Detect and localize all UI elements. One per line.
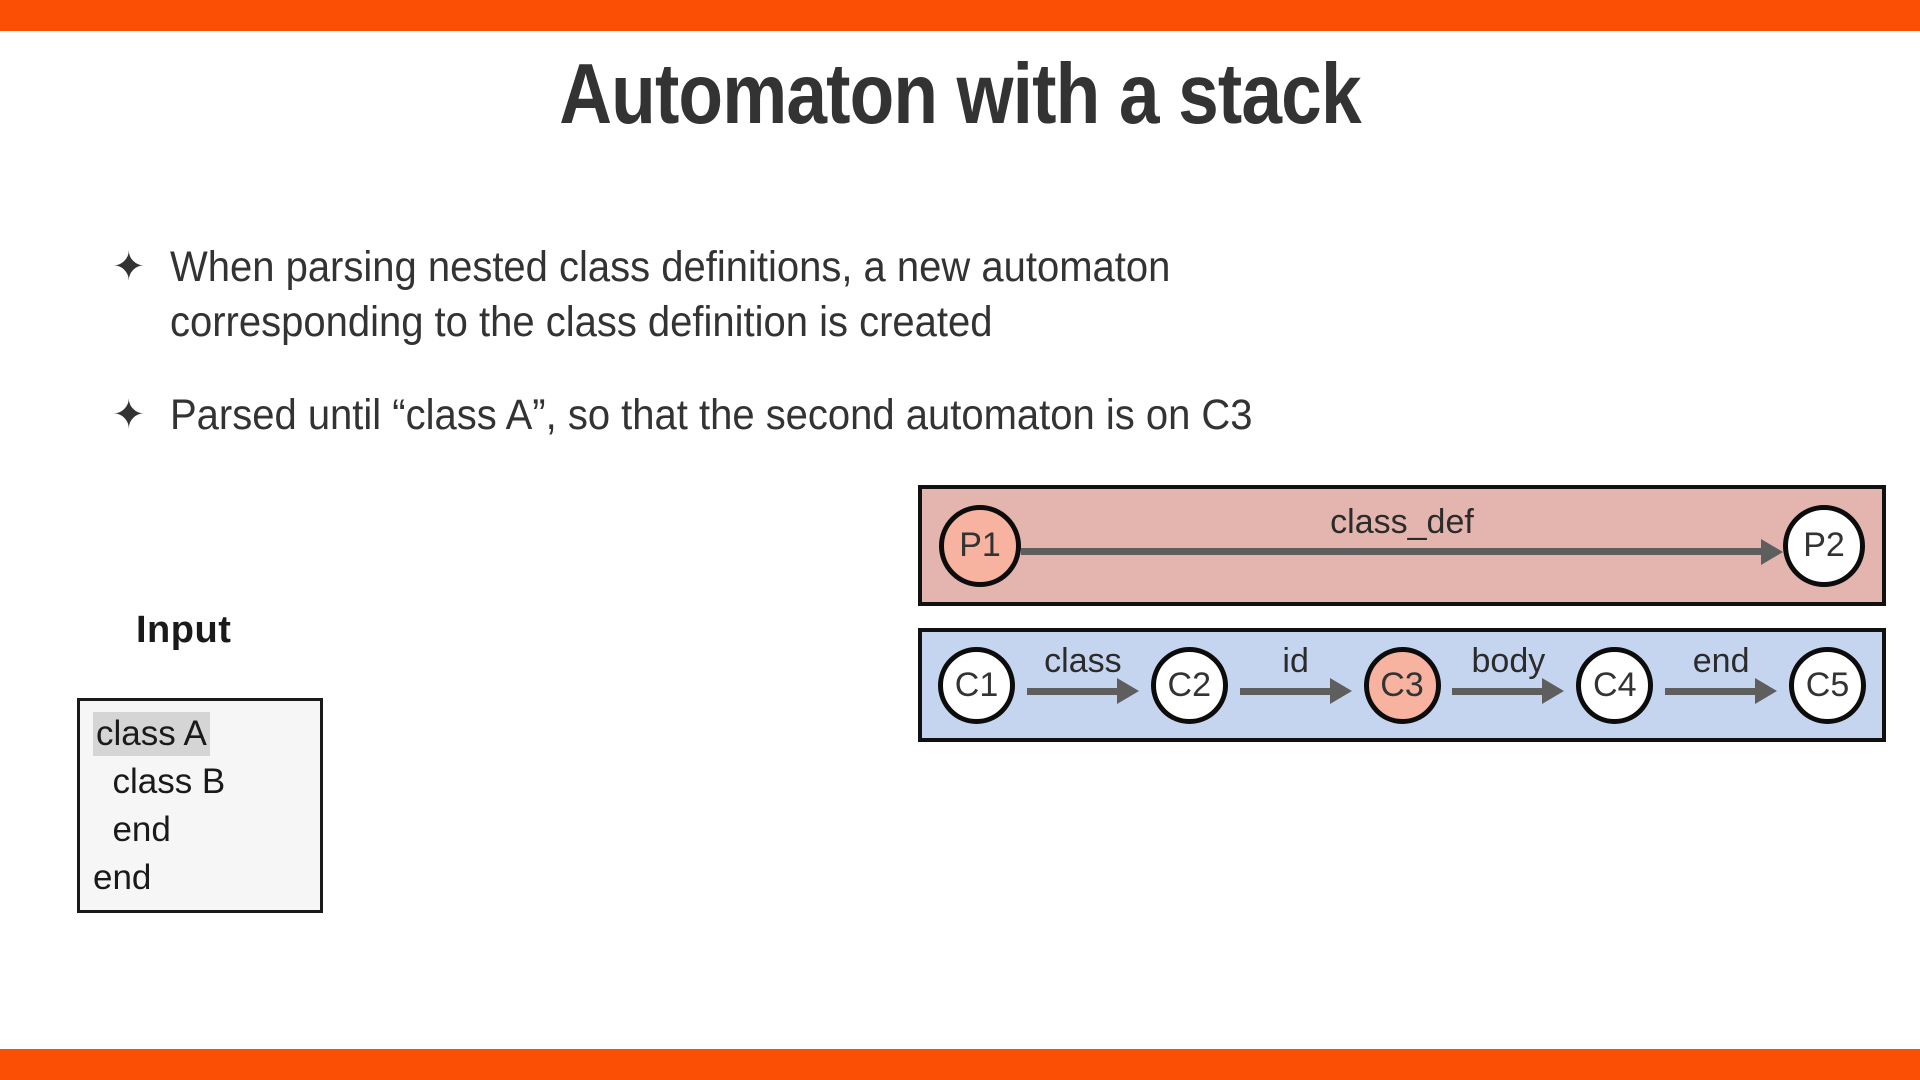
state-node-c1[interactable]: C1 [938,646,1015,724]
top-accent-bar [0,0,1920,31]
state-node-c3[interactable]: C3 [1363,646,1441,724]
state-node-label: C4 [1593,665,1637,704]
bullet-item-2: ✦ Parsed until “class A”, so that the se… [112,388,1412,443]
transition-class: class [1026,642,1139,728]
state-node-p1[interactable]: P1 [939,504,1021,587]
state-node-c5[interactable]: C5 [1789,646,1866,724]
bullet-item-2-text: Parsed until “class A”, so that the seco… [170,391,1253,440]
code-line: class B [80,758,320,806]
transition-label: id [1282,642,1309,680]
state-node-c4[interactable]: C4 [1576,646,1654,724]
bullet-item-1-text: When parsing nested class definitions, a… [170,243,1171,347]
bottom-accent-bar [0,1049,1920,1080]
transition-end: end [1665,642,1778,728]
code-line-text-highlighted: class A [93,712,210,756]
bullet-list: ✦ When parsing nested class definitions,… [112,240,1412,475]
code-line: class A [80,710,320,758]
code-line-text: class B [112,762,226,801]
transition-id: id [1239,642,1352,728]
state-node-label: P1 [959,526,1001,564]
bullet-item-1: ✦ When parsing nested class definitions,… [112,240,1412,350]
transition-label: class_def [1330,502,1474,541]
transition-body: body [1452,642,1565,728]
transition-label: body [1471,642,1546,680]
input-code-box: class A class B end end [77,698,323,913]
arrow-right-icon [1452,678,1565,704]
state-node-c2[interactable]: C2 [1150,646,1228,724]
arrow-right-icon [1239,678,1352,704]
state-node-label: C1 [954,665,999,704]
arrow-right-icon [1026,678,1139,704]
transition-label: class [1044,642,1122,680]
state-node-label: C2 [1167,665,1211,704]
child-automaton-box: C1 class C2 id C3 body C4 end C5 [918,628,1886,742]
page-title: Automaton with a stack [559,47,1361,142]
state-node-label: C3 [1380,665,1424,704]
transition-label: end [1692,642,1750,680]
code-line-text: end [112,810,171,849]
star-bullet-icon: ✦ [112,393,146,438]
parent-automaton-box: P1 class_def P2 [918,485,1886,606]
code-line: end [80,854,320,902]
input-section-label: Input [136,609,232,651]
state-node-p2[interactable]: P2 [1783,504,1865,587]
star-bullet-icon: ✦ [112,245,146,289]
transition-class-def: class_def [1021,503,1783,589]
state-node-label: C5 [1805,665,1850,704]
code-line: end [80,806,320,854]
arrow-right-icon [1021,538,1783,565]
state-node-label: P2 [1803,526,1845,564]
arrow-right-icon [1665,678,1778,704]
code-line-text: end [93,858,152,897]
